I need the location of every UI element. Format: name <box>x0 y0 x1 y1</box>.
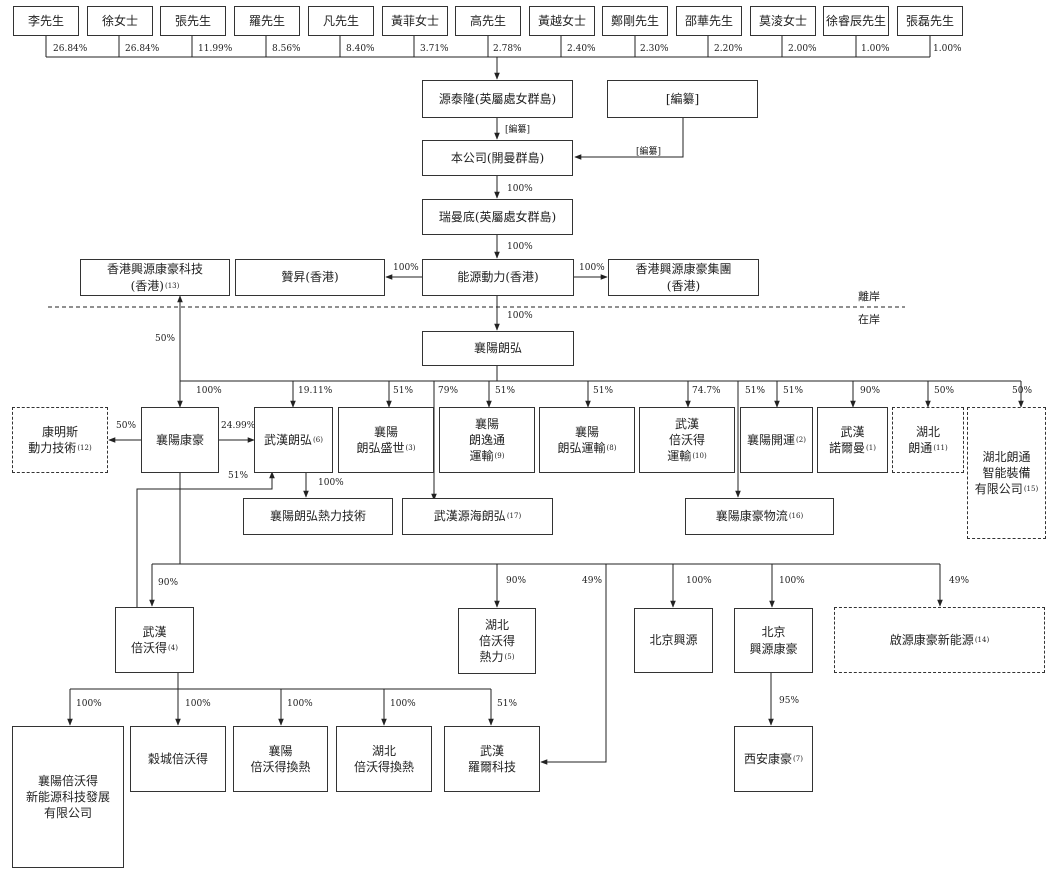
entity-bj-xingyuan: 北京興源 <box>634 608 713 673</box>
entity-zanhsheng: 贊昇(香港) <box>235 259 385 296</box>
shareholder-moling: 莫淩女士 <box>750 6 816 36</box>
pct-label: 74.7% <box>692 386 721 396</box>
entity-xy-kaiyun: 襄陽開運(2) <box>740 407 813 473</box>
pct-label: 2.20% <box>714 44 743 54</box>
redacted-label: [編纂] <box>505 125 531 135</box>
entity-xy-relitech: 襄陽朗弘熱力技術 <box>243 498 393 535</box>
entity-wh-yhlh: 武漢源海朗弘(17) <box>402 498 553 535</box>
entity-hb-bwd-rl: 湖北 倍沃得 熱力(5) <box>458 608 536 674</box>
pct-label: 50% <box>155 334 176 344</box>
pct-label: 51% <box>745 386 766 396</box>
pct-label: 26.84% <box>53 44 88 54</box>
pct-label: 2.40% <box>567 44 596 54</box>
shareholder-zhenggang: 鄭剛先生 <box>602 6 668 36</box>
pct-label: 100% <box>393 263 419 273</box>
shareholder-huangyue: 黃越女士 <box>529 6 595 36</box>
entity-xian-kh: 西安康豪(7) <box>734 726 813 792</box>
pct-label: 51% <box>228 471 249 481</box>
entity-gucheng: 穀城倍沃得 <box>130 726 226 792</box>
pct-label: 51% <box>393 386 414 396</box>
pct-label: 100% <box>507 242 533 252</box>
pct-label: 24.99% <box>221 421 256 431</box>
pct-label: 50% <box>934 386 955 396</box>
entity-xy-lhss: 襄陽 朗弘盛世(3) <box>338 407 434 473</box>
entity-redacted: [編纂] <box>607 80 758 118</box>
pct-label: 100% <box>579 263 605 273</box>
shareholder-zhanglei: 張磊先生 <box>897 6 963 36</box>
pct-label: 95% <box>779 696 800 706</box>
entity-xingyuan-tech: 香港興源康豪科技 (香港)(13) <box>80 259 230 296</box>
pct-label: 100% <box>779 576 805 586</box>
entity-hb-bwd-hr: 湖北 倍沃得換熱 <box>336 726 432 792</box>
shareholder-luo: 羅先生 <box>234 6 300 36</box>
pct-label: 8.40% <box>346 44 375 54</box>
entity-xy-bwd-xny: 襄陽倍沃得 新能源科技發展 有限公司 <box>12 726 124 868</box>
pct-label: 51% <box>783 386 804 396</box>
entity-hb-langtong: 湖北 朗通(11) <box>892 407 964 473</box>
entity-ruimandi: 瑞曼底(英屬處女群島) <box>422 199 573 235</box>
offshore-label: 離岸 <box>858 290 880 303</box>
entity-xy-lyt: 襄陽 朗逸通 運輸(9) <box>439 407 535 473</box>
shareholder-huangfei: 黃菲女士 <box>382 6 448 36</box>
pct-label: 90% <box>158 578 179 588</box>
pct-label: 100% <box>686 576 712 586</box>
entity-wh-nuoerman: 武漢 諾爾曼(1) <box>817 407 888 473</box>
pct-label: 1.00% <box>933 44 962 54</box>
entity-xy-langhong: 襄陽朗弘 <box>422 331 574 366</box>
entity-hb-lt-zn: 湖北朗通 智能裝備 有限公司(15) <box>967 407 1046 539</box>
pct-label: 100% <box>76 699 102 709</box>
entity-xy-kanghao: 襄陽康豪 <box>141 407 219 473</box>
pct-label: 100% <box>196 386 222 396</box>
pct-label: 100% <box>318 478 344 488</box>
entity-kangmingsi: 康明斯 動力技術(12) <box>12 407 108 473</box>
pct-label: 100% <box>287 699 313 709</box>
shareholder-li: 李先生 <box>13 6 79 36</box>
pct-label: 1.00% <box>861 44 890 54</box>
pct-label: 79% <box>438 386 459 396</box>
entity-xy-lhys: 襄陽 朗弘運輸(8) <box>539 407 635 473</box>
shareholder-xuruichen: 徐睿辰先生 <box>823 6 889 36</box>
entity-wh-luoer: 武漢 羅爾科技 <box>444 726 540 792</box>
entity-xy-bwd-hr: 襄陽 倍沃得換熱 <box>233 726 328 792</box>
shareholder-gao: 高先生 <box>455 6 521 36</box>
pct-label: 49% <box>582 576 603 586</box>
onshore-label: 在岸 <box>858 313 880 326</box>
entity-wh-bwd-ys: 武漢 倍沃得 運輸(10) <box>639 407 735 473</box>
entity-nengyuan-hk: 能源動力(香港) <box>422 259 574 296</box>
entity-company: 本公司(開曼群島) <box>422 140 573 176</box>
entity-xy-khwl: 襄陽康豪物流(16) <box>685 498 834 535</box>
pct-label: 49% <box>949 576 970 586</box>
pct-label: 100% <box>507 184 533 194</box>
pct-label: 100% <box>507 311 533 321</box>
pct-label: 2.00% <box>788 44 817 54</box>
pct-label: 51% <box>497 699 518 709</box>
pct-label: 50% <box>1012 386 1033 396</box>
pct-label: 51% <box>495 386 516 396</box>
pct-label: 2.30% <box>640 44 669 54</box>
redacted-label: [編纂] <box>636 147 662 157</box>
shareholder-xu: 徐女士 <box>87 6 153 36</box>
entity-yuantailong: 源泰隆(英屬處女群島) <box>422 80 573 118</box>
shareholder-zhang: 張先生 <box>160 6 226 36</box>
pct-label: 50% <box>116 421 137 431</box>
pct-label: 8.56% <box>272 44 301 54</box>
entity-bj-xykh: 北京 興源康豪 <box>734 608 813 673</box>
pct-label: 11.99% <box>198 44 233 54</box>
pct-label: 2.78% <box>493 44 522 54</box>
pct-label: 100% <box>390 699 416 709</box>
entity-wh-langhong: 武漢朗弘(6) <box>254 407 333 473</box>
pct-label: 26.84% <box>125 44 160 54</box>
pct-label: 90% <box>860 386 881 396</box>
entity-qiyuan: 啟源康豪新能源(14) <box>834 607 1045 673</box>
pct-label: 19.11% <box>298 386 333 396</box>
pct-label: 90% <box>506 576 527 586</box>
shareholder-fan: 凡先生 <box>308 6 374 36</box>
shareholder-shaohua: 邵華先生 <box>676 6 742 36</box>
pct-label: 100% <box>185 699 211 709</box>
pct-label: 3.71% <box>420 44 449 54</box>
pct-label: 51% <box>593 386 614 396</box>
entity-wh-bwd: 武漢 倍沃得(4) <box>115 607 194 673</box>
entity-xingyuan-group: 香港興源康豪集團 (香港) <box>608 259 759 296</box>
